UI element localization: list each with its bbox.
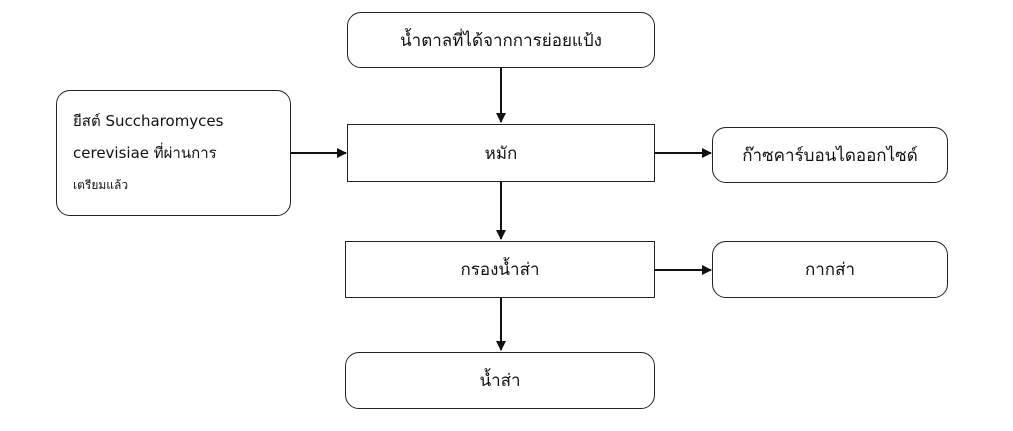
node-yeast-line2: cerevisiae ที่ผ่านการ [73, 144, 217, 162]
node-ferment: หมัก [347, 124, 655, 182]
node-filter-label: กรองน้ำส่า [460, 260, 540, 280]
node-ferment-label: หมัก [484, 143, 518, 164]
node-residue: กากส่า [712, 241, 948, 298]
node-co2-label: ก๊าซคาร์บอนไดออกไซด์ [742, 145, 918, 166]
node-co2: ก๊าซคาร์บอนไดออกไซด์ [712, 127, 948, 183]
node-yeast-line1: ยีสต์ Succharomyces [73, 112, 224, 130]
node-sugar: น้ำตาลที่ได้จากการย่อยแป้ง [347, 12, 655, 68]
node-mash: น้ำส่า [345, 352, 655, 409]
node-mash-label: น้ำส่า [479, 371, 521, 391]
node-yeast: ยีสต์ Succharomyces cerevisiae ที่ผ่านกา… [56, 90, 291, 216]
node-sugar-label: น้ำตาลที่ได้จากการย่อยแป้ง [400, 30, 602, 51]
node-yeast-line3: เตรียมแล้ว [73, 178, 129, 192]
node-filter: กรองน้ำส่า [345, 241, 655, 298]
node-residue-label: กากส่า [804, 260, 856, 280]
